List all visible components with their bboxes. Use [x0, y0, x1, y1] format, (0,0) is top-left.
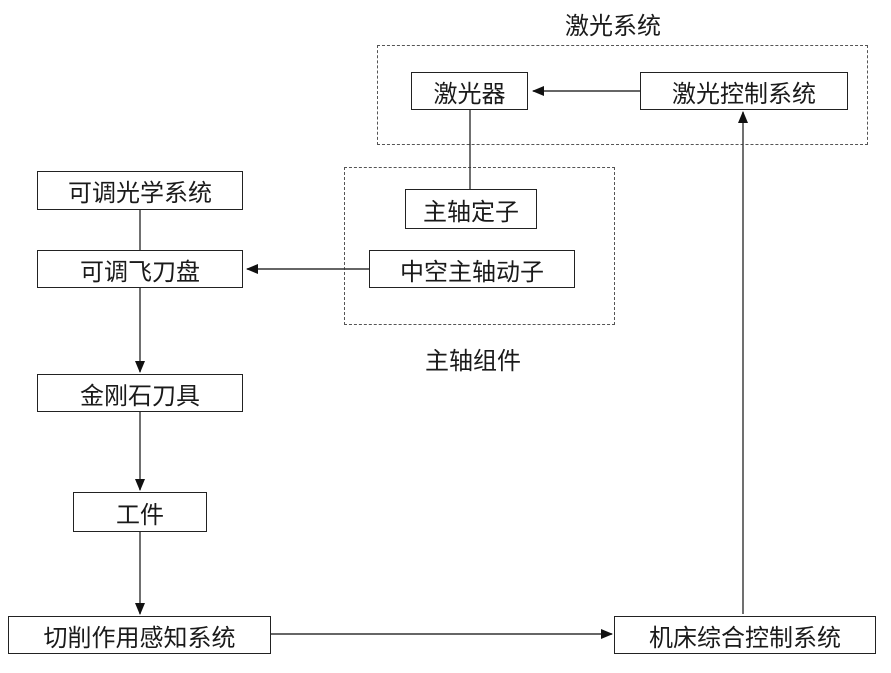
workpiece-box: 工件 — [73, 492, 207, 532]
laser-box: 激光器 — [411, 72, 528, 110]
diamond-tool-box: 金刚石刀具 — [37, 374, 243, 412]
laser-control-box: 激光控制系统 — [640, 72, 848, 110]
machine-control-box: 机床综合控制系统 — [614, 616, 876, 654]
spindle-stator-box: 主轴定子 — [405, 189, 537, 229]
hollow-spindle-rotor-box: 中空主轴动子 — [369, 250, 575, 288]
cutting-sensing-box: 切削作用感知系统 — [8, 616, 271, 654]
adjustable-flycutter-box: 可调飞刀盘 — [37, 250, 243, 288]
adjustable-optics-box: 可调光学系统 — [37, 171, 243, 210]
